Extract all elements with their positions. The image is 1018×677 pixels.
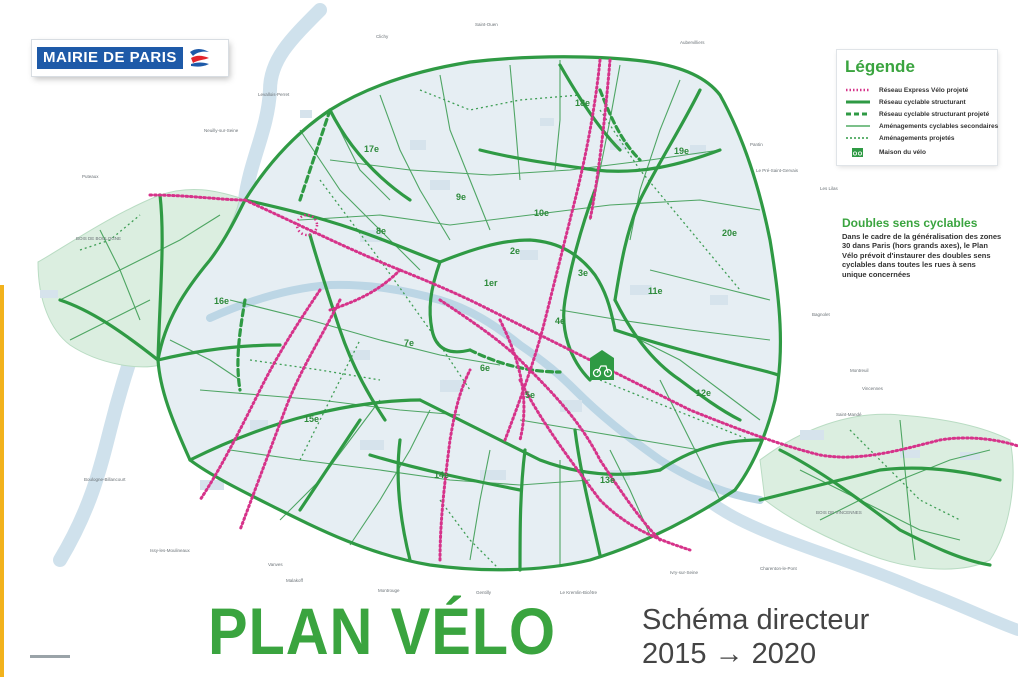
- place-label: Clichy: [376, 34, 389, 39]
- arrondissement-label: 20e: [722, 228, 738, 238]
- arrondissement-label: 3e: [578, 268, 589, 278]
- legend-item: Réseau cyclable structurant projeté: [845, 108, 989, 120]
- projected-line-icon: [846, 137, 870, 139]
- bike-house-icon: [852, 148, 863, 157]
- arrondissement-label: 12e: [696, 388, 712, 398]
- legend-item-label: Aménagements cyclables secondaires: [879, 122, 999, 130]
- doubles-sens-body: Dans le cadre de la généralisation des z…: [842, 232, 1002, 279]
- arrondissement-label: 7e: [404, 338, 415, 348]
- arrondissement-label: 8e: [376, 226, 387, 236]
- legend-item-label: Réseau Express Vélo projeté: [879, 86, 969, 94]
- place-label: Montrouge: [378, 588, 400, 593]
- logo-text: MAIRIE DE PARIS: [37, 47, 183, 69]
- place-label: Montreuil: [850, 368, 869, 373]
- legend-item: Réseau Express Vélo projeté: [845, 84, 968, 96]
- place-label: Malakoff: [286, 578, 303, 583]
- doubles-sens-note: Doubles sens cyclables Dans le cadre de …: [842, 216, 1002, 279]
- structuring-network: [58, 55, 1002, 572]
- legend-title: Légende: [845, 57, 915, 76]
- express-network: [148, 58, 1018, 562]
- place-label: Pantin: [750, 142, 763, 147]
- etoile-roundabout: [295, 213, 319, 237]
- arrondissement-label: 6e: [480, 363, 491, 373]
- arrondissement-label: 16e: [214, 296, 230, 306]
- scale-bar: [30, 655, 70, 658]
- place-label: Boulogne-Billancourt: [84, 477, 126, 482]
- place-label: Vincennes: [862, 386, 883, 391]
- doubles-sens-title: Doubles sens cyclables: [842, 216, 978, 230]
- place-label: Neuilly-sur-Seine: [204, 128, 239, 133]
- arrondissement-label: 5e: [525, 390, 536, 400]
- place-label: BOIS DE VINCENNES: [816, 510, 862, 515]
- place-label: Issy-les-Moulineaux: [150, 548, 190, 553]
- structuring-projected: [236, 88, 642, 392]
- secondary-line-icon: [846, 125, 870, 127]
- legend-item: Maison du vélo: [845, 146, 926, 158]
- arrondissement-label: 1er: [484, 278, 498, 288]
- arrondissement-label: 10e: [534, 208, 550, 218]
- arrondissement-label: 2e: [510, 246, 521, 256]
- legend-item: Aménagements projetés: [845, 132, 955, 144]
- place-label: Gentilly: [476, 590, 492, 595]
- arrondissement-label: 17e: [364, 144, 380, 154]
- place-label: Saint-Mandé: [836, 412, 862, 417]
- arrondissement-label: 9e: [456, 192, 467, 202]
- place-label: Vanves: [268, 562, 283, 567]
- arrondissement-label: 14e: [434, 470, 450, 480]
- arrondissement-label: 19e: [674, 146, 690, 156]
- place-label: Le Kremlin-Bicêtre: [560, 590, 598, 595]
- arrondissement-label: 18e: [575, 98, 591, 108]
- period-label: 2015 → 2020: [642, 638, 817, 670]
- schema-directeur-subtitle: Schéma directeur: [642, 604, 870, 636]
- place-label: BOIS DE BOULOGNE: [76, 236, 122, 241]
- left-accent-strip: [0, 285, 4, 677]
- place-label: Le Pré-Saint-Gervais: [756, 168, 799, 173]
- legend-item-label: Maison du vélo: [879, 148, 926, 156]
- legend-item: Aménagements cyclables secondaires: [845, 120, 998, 132]
- arrondissement-label: 4e: [555, 316, 566, 326]
- express-line-icon: [846, 88, 870, 92]
- maison-du-velo-marker: [590, 350, 614, 380]
- place-label: Ivry-sur-Seine: [670, 570, 699, 575]
- place-label: Charenton-le-Pont: [760, 566, 797, 571]
- legend-panel: Légende Réseau Express Vélo projeté Rése…: [837, 50, 998, 165]
- place-label: Aubervilliers: [680, 40, 705, 45]
- structuring-projected-line-icon: [846, 112, 870, 116]
- paris-ship-icon: [189, 49, 209, 67]
- bois-de-vincennes: [759, 413, 1014, 570]
- mairie-de-paris-logo: MAIRIE DE PARIS: [32, 40, 228, 76]
- place-label: Levallois-Perret: [258, 92, 290, 97]
- legend-item-label: Réseau cyclable structurant projeté: [879, 110, 990, 118]
- place-label: Puteaux: [82, 174, 99, 179]
- legend-item-label: Réseau cyclable structurant: [879, 98, 966, 106]
- structuring-line-icon: [846, 100, 870, 104]
- arrondissement-label: 11e: [648, 286, 663, 296]
- place-label: Les Lilas: [820, 186, 838, 191]
- arrondissement-label: 13e: [600, 475, 616, 485]
- legend-item: Réseau cyclable structurant: [845, 96, 966, 108]
- legend-item-label: Aménagements projetés: [879, 134, 955, 142]
- place-label: Bagnolet: [812, 312, 830, 317]
- arrondissement-label: 15e: [304, 414, 320, 424]
- plan-velo-title: PLAN VÉLO: [208, 594, 557, 668]
- place-label: Saint-Ouen: [475, 22, 498, 27]
